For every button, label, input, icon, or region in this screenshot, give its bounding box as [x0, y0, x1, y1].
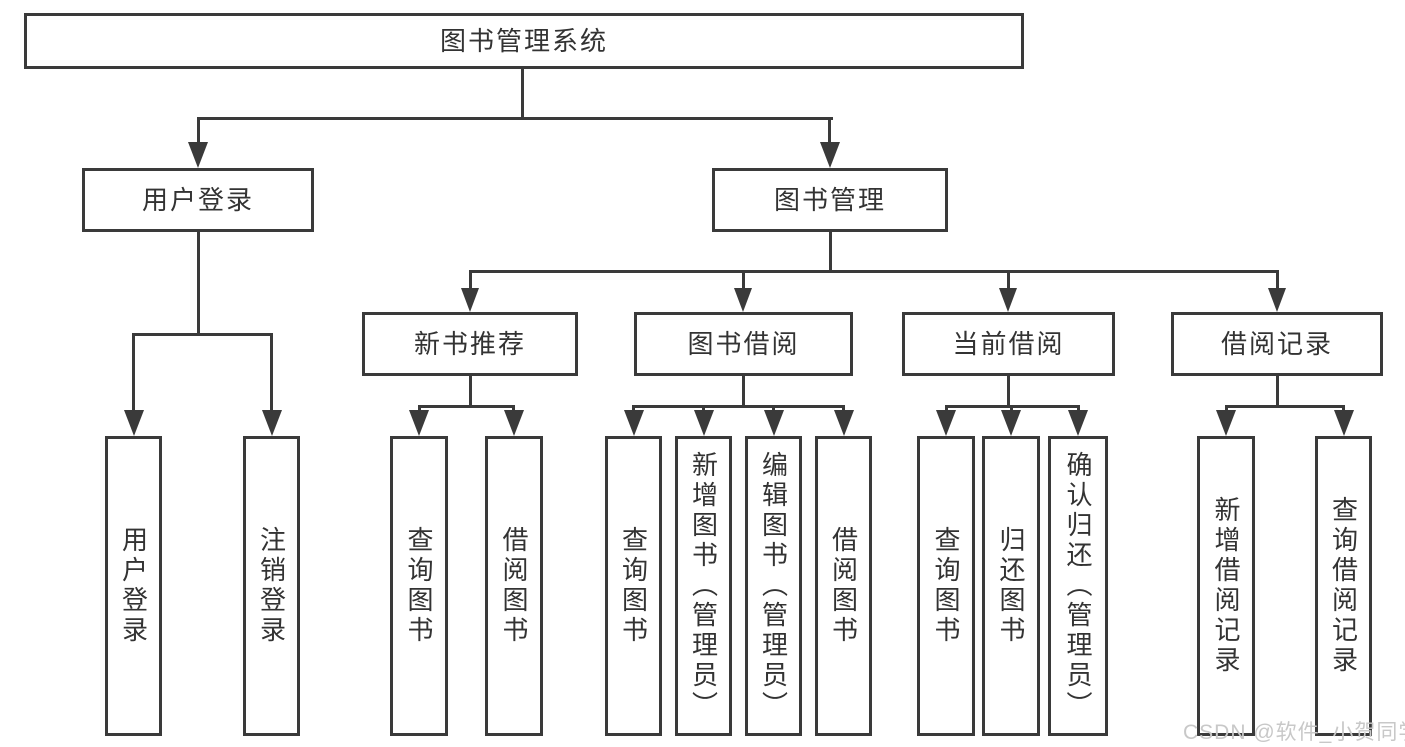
node-leaf-logout-login: 注销登录 — [243, 436, 300, 736]
connector-line — [1077, 405, 1080, 414]
connector-line — [1007, 376, 1010, 408]
node-root-library-management-system: 图书管理系统 — [24, 13, 1024, 69]
connector-line — [1010, 405, 1013, 414]
node-user-login: 用户登录 — [82, 168, 314, 232]
watermark: CSDN @软件_小贺同学 — [1183, 721, 1405, 744]
node-label: 借阅图书 — [828, 526, 859, 646]
node-leaf-add-borrow-record: 新增借阅记录 — [1197, 436, 1255, 736]
arrow-down-icon — [694, 410, 714, 436]
connector-line — [702, 405, 705, 414]
connector-line — [1276, 270, 1279, 292]
arrow-down-icon — [262, 410, 282, 436]
arrow-down-icon — [1068, 410, 1088, 436]
node-label: 查询图书 — [931, 526, 961, 646]
node-label: 新书推荐 — [413, 329, 526, 359]
arrow-down-icon — [764, 410, 784, 436]
node-leaf-add-book-admin: 新增图书（管理员） — [675, 436, 732, 736]
connector-line — [418, 405, 421, 414]
node-label: 注销登录 — [256, 526, 287, 646]
arrow-down-icon — [624, 410, 644, 436]
connector-line — [842, 405, 845, 414]
arrow-down-icon — [461, 288, 479, 312]
node-leaf-query-borrow-record: 查询借阅记录 — [1315, 436, 1372, 736]
node-label: 编辑图书（管理员） — [758, 451, 789, 721]
connector-line — [742, 270, 745, 292]
connector-line — [1225, 405, 1228, 414]
arrow-down-icon — [409, 410, 429, 436]
node-leaf-return-books: 归还图书 — [982, 436, 1040, 736]
connector-line — [521, 69, 524, 119]
arrow-down-icon — [936, 410, 956, 436]
connector-line — [469, 270, 1279, 273]
arrow-down-icon — [1268, 288, 1286, 312]
connector-line — [632, 405, 635, 414]
node-leaf-user-login: 用户登录 — [105, 436, 162, 736]
node-label: 归还图书 — [996, 526, 1026, 646]
node-label: 用户登录 — [141, 185, 254, 215]
node-label: 当前借阅 — [952, 329, 1065, 359]
node-label: 借阅图书 — [499, 526, 529, 646]
connector-line — [772, 405, 775, 414]
connector-line — [512, 405, 515, 414]
node-leaf-query-books-recommend: 查询图书 — [390, 436, 448, 736]
node-book-borrow: 图书借阅 — [634, 312, 853, 376]
node-leaf-borrow-books-recommend: 借阅图书 — [485, 436, 543, 736]
node-label: 图书借阅 — [687, 329, 800, 359]
node-label: 查询图书 — [404, 526, 434, 646]
node-label: 查询图书 — [618, 526, 649, 646]
connector-line — [1342, 405, 1345, 414]
connector-line — [469, 270, 472, 292]
arrow-down-icon — [504, 410, 524, 436]
connector-line — [197, 117, 200, 145]
node-leaf-borrow-books-borrow: 借阅图书 — [815, 436, 872, 736]
connector-line — [197, 232, 200, 336]
connector-line — [197, 117, 833, 120]
connector-line — [829, 232, 832, 273]
node-leaf-confirm-return-admin: 确认归还（管理员） — [1048, 436, 1108, 736]
arrow-down-icon — [124, 410, 144, 436]
connector-line — [632, 405, 845, 408]
node-new-book-recommend: 新书推荐 — [362, 312, 578, 376]
arrow-down-icon — [820, 142, 840, 168]
arrow-down-icon — [999, 288, 1017, 312]
connector-line — [945, 405, 948, 414]
node-label: 查询借阅记录 — [1328, 496, 1359, 676]
connector-line — [1007, 270, 1010, 292]
node-label: 图书管理 — [773, 185, 886, 215]
connector-line — [270, 333, 273, 411]
node-label: 新增图书（管理员） — [688, 451, 719, 721]
node-leaf-query-books-current: 查询图书 — [917, 436, 975, 736]
node-label: 确认归还（管理员） — [1063, 451, 1093, 721]
arrow-down-icon — [834, 410, 854, 436]
arrow-down-icon — [734, 288, 752, 312]
node-current-borrow: 当前借阅 — [902, 312, 1115, 376]
connector-line — [828, 117, 831, 145]
connector-line — [742, 376, 745, 408]
connector-line — [418, 405, 515, 408]
node-leaf-query-books-borrow: 查询图书 — [605, 436, 662, 736]
arrow-down-icon — [1216, 410, 1236, 436]
arrow-down-icon — [188, 142, 208, 168]
node-borrow-records: 借阅记录 — [1171, 312, 1383, 376]
arrow-down-icon — [1001, 410, 1021, 436]
node-leaf-edit-book-admin: 编辑图书（管理员） — [745, 436, 802, 736]
arrow-down-icon — [1334, 410, 1354, 436]
connector-line — [1225, 405, 1345, 408]
node-label: 用户登录 — [118, 526, 149, 646]
node-book-management: 图书管理 — [712, 168, 948, 232]
connector-line — [132, 333, 135, 411]
node-label: 图书管理系统 — [439, 26, 608, 56]
node-label: 借阅记录 — [1220, 329, 1333, 359]
node-label: 新增借阅记录 — [1211, 496, 1241, 676]
connector-line — [1276, 376, 1279, 408]
connector-line — [132, 333, 273, 336]
connector-line — [469, 376, 472, 408]
